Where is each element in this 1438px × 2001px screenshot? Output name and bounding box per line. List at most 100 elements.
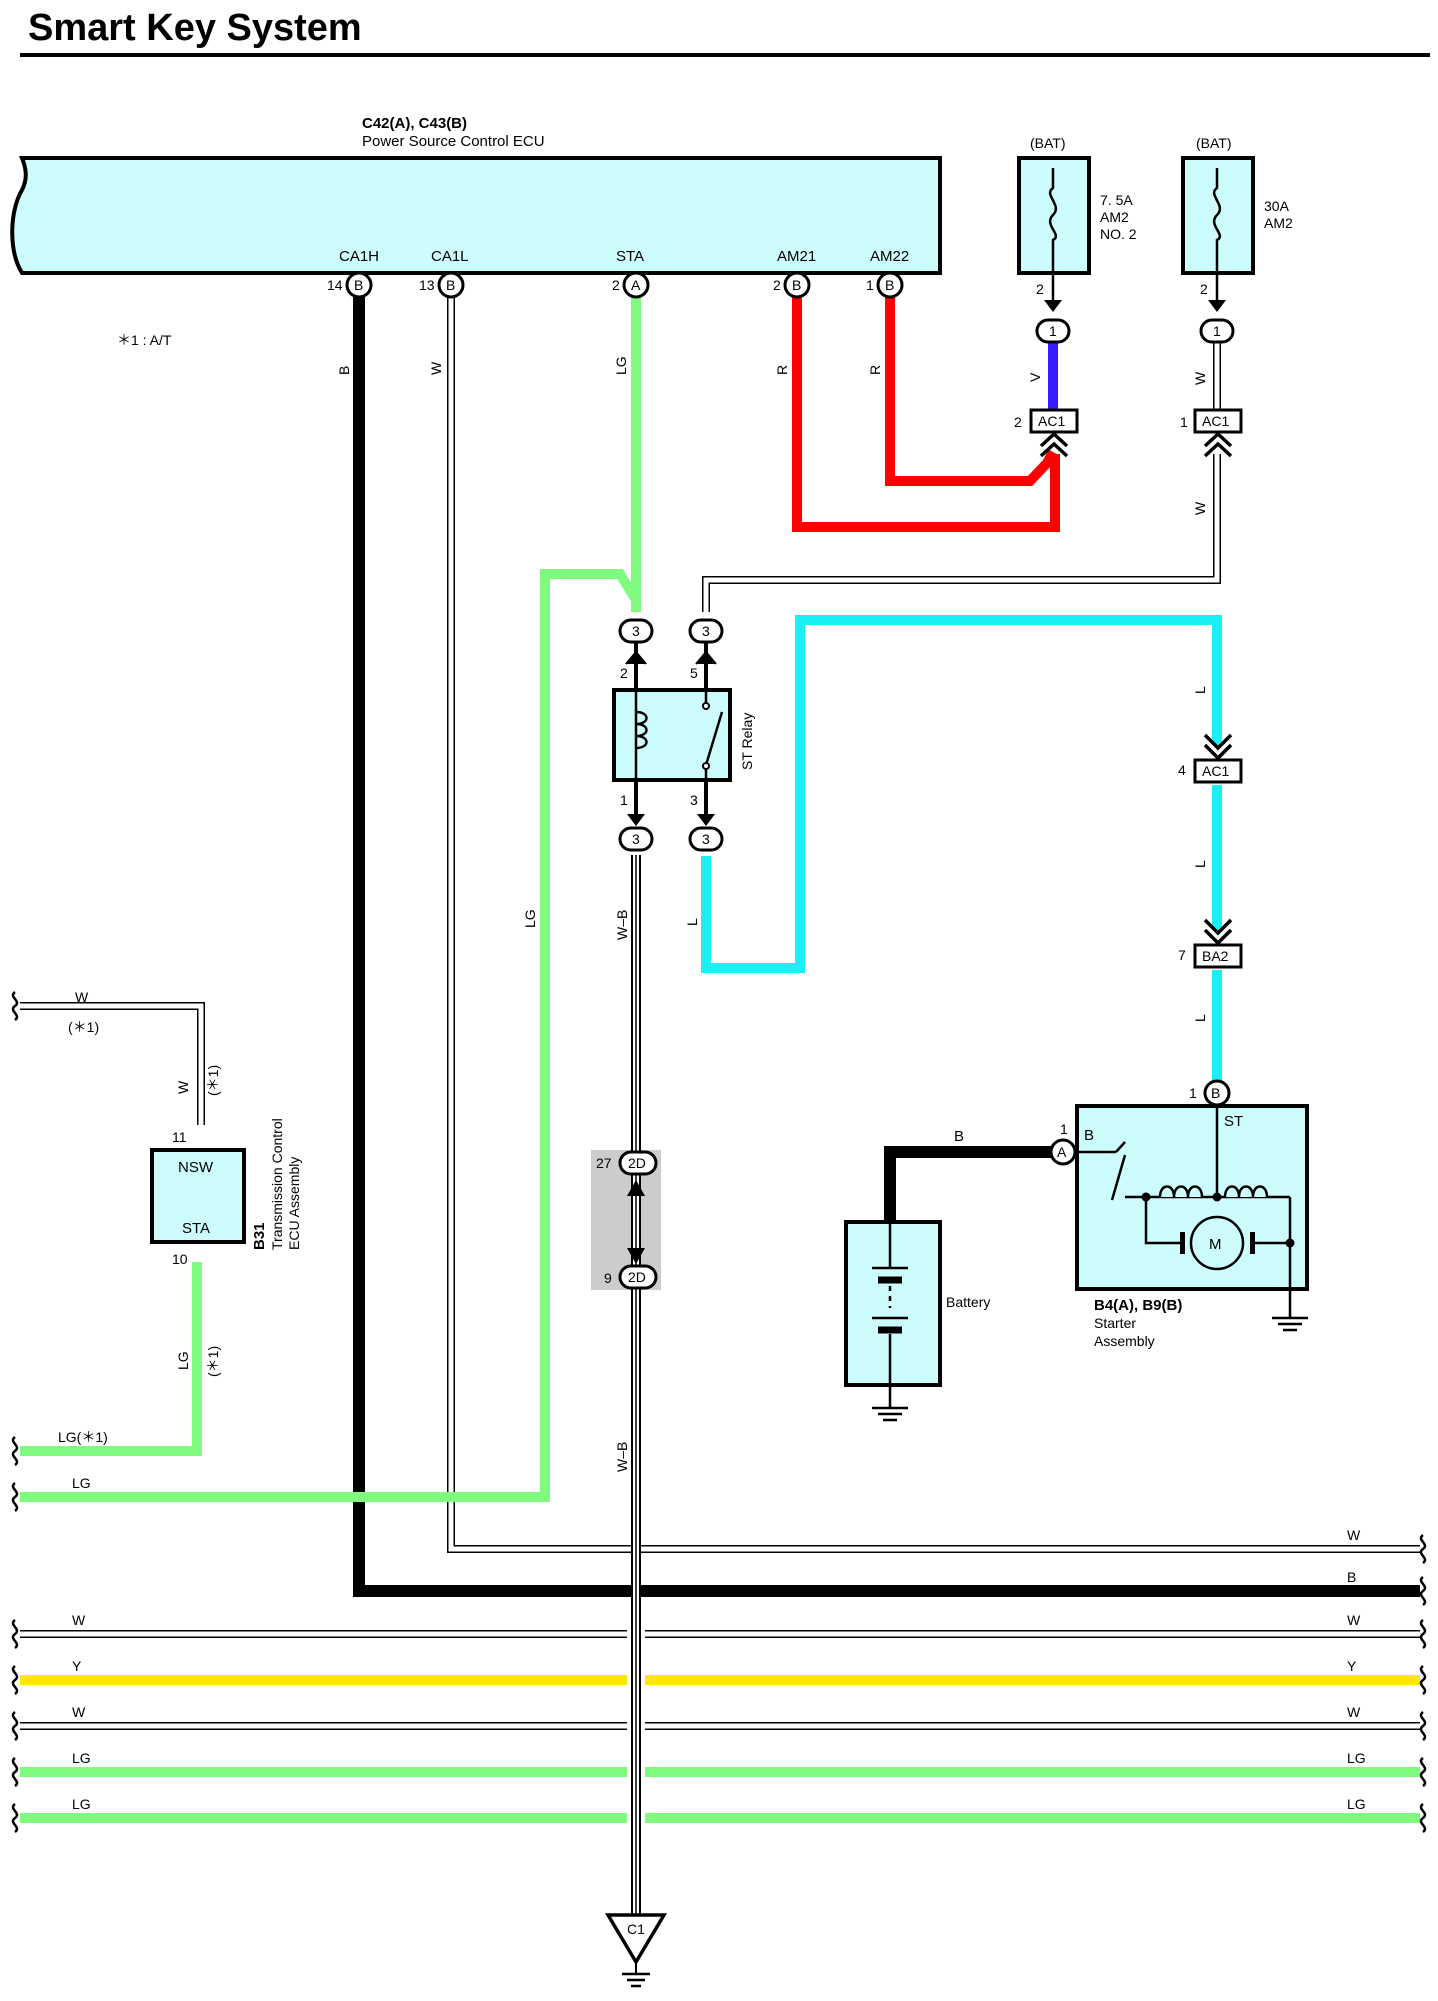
ecu-terminal-name: AM21 [777,248,816,265]
ac1-1-pin: 1 [1180,414,1188,430]
tcu-wire-lg-note: (＊1) [205,1346,221,1377]
relay-pin-2: 2 [620,665,628,681]
fuse2-name1: AM2 [1264,215,1293,231]
ecu-terminal-wire-color: R [774,365,790,375]
connector-ba2-7: 7 BA2 [1178,918,1243,969]
ac1-2-name: AC1 [1038,413,1065,429]
fuse1-pin: 2 [1036,281,1044,297]
bus-line-1: B [1347,1569,1356,1585]
ac1-4-pin: 4 [1178,762,1186,778]
fuse1-supply: (BAT) [1030,135,1066,151]
wave-break-left-icon [11,1481,19,1513]
wave-break-right-icon [1419,1533,1427,1565]
ecu-terminal-connector [437,271,465,299]
ecu-body [10,156,942,275]
ecu-terminal-name: AM22 [870,248,909,265]
starter-code: B4(A), B9(B) [1094,1297,1182,1314]
wave-break-right-icon [1419,1756,1427,1788]
j2d-9-name: 2D [628,1269,646,1285]
ecu-terminal-conn: B [354,277,363,293]
ecu-terminal-name: CA1H [339,248,379,265]
relay-pin-3: 3 [690,792,698,808]
ac1-2-pin: 2 [1014,414,1022,430]
battery-body [844,1220,942,1387]
bus-line-left-label: LG [72,1796,91,1812]
wire-l-relay [701,615,1222,973]
ecu-terminal-pin: 2 [773,277,781,293]
relay-junction-bottom-left [618,826,654,852]
relay-name: ST Relay [739,713,755,770]
fuse1-name1: AM2 [1100,209,1129,225]
wave-break-left-icon [11,990,19,1022]
ba2-7-pin: 7 [1178,947,1186,963]
ecu-terminal-wire-color: W [428,361,444,375]
wire-label-wb-lower: W–B [614,1442,630,1472]
relay-switch-contact-top [702,702,710,710]
wave-break-left-icon [11,1802,19,1834]
fuse1-arrow-icon [1044,300,1062,312]
wire-label-l-1: L [1192,686,1208,694]
ecu-terminal-conn: B [885,277,894,293]
relay-junction-bottom-right [688,826,724,852]
j2d-9-arrow-icon [627,1248,645,1264]
relay-junction-top-right-pin: 3 [702,623,710,639]
wire-label-l-relay: L [684,918,700,926]
fuse2-element-icon [1212,168,1222,300]
wire-am22-r [885,290,1058,486]
ba2-7-chevron-icon [1203,918,1233,946]
ecu-terminal-connector [345,271,373,299]
ecu-terminal-name: STA [616,248,644,265]
tcu-term-sta: STA [182,1220,210,1237]
relay-pin-1: 1 [620,792,628,808]
bus-line-right-label: W [1347,1704,1361,1720]
starter-assembly: B 1 ST B A 1 B M B4(A), B9(B) Starter As… [954,1079,1309,1349]
fuse2-arrow-icon [1208,300,1226,312]
starter-brush2 [1250,1232,1255,1254]
wave-break-left-icon [11,1664,19,1696]
starter-b-pin: 1 [1060,1121,1068,1137]
wave-break-right-icon [1419,1802,1427,1834]
ecu-terminal-conn: B [446,277,455,293]
bus-line-right-label: B [1347,1569,1356,1585]
fuse1-junction-pin: 1 [1049,323,1057,339]
fuse2-pin: 2 [1200,281,1208,297]
tcu-pin-10: 10 [172,1251,188,1267]
tcu-wire-w: W [175,1080,191,1094]
bus-line-right-label: W [1347,1612,1361,1628]
relay-pin-5: 5 [690,665,698,681]
starter-b-label: B [1084,1127,1094,1144]
wire-lg-loop [20,569,641,1502]
j2d-9-pin: 9 [604,1270,612,1286]
relay-body [612,688,732,782]
ecu-terminal-name: CA1L [431,248,469,265]
bus-line-0: W [1347,1527,1361,1543]
wire-tcu-lg [20,1262,202,1456]
starter-b-wire: B [954,1128,964,1145]
wave-break-right-icon [1419,1710,1427,1742]
wire-tcu-w [20,1003,204,1125]
fuse2-junction-pin: 1 [1213,323,1221,339]
tcu-code: B31 [251,1222,268,1250]
junction-2d: 27 2D 9 2D [591,1150,661,1290]
left-w-label: W [75,989,89,1005]
relay-junction-bottom-left-pin: 3 [632,831,640,847]
fuse2-supply: (BAT) [1196,135,1232,151]
wave-break-left-icon [11,1756,19,1788]
ecu-terminal-pin: 14 [327,277,343,293]
wave-break-left-icon [11,1710,19,1742]
left-bus-labels: W (＊1) LG(＊1) LG [58,989,108,1491]
ac1-4-chevron-icon [1203,733,1233,761]
tcu-term-nsw: NSW [178,1159,214,1176]
wire-ca1l-w [448,290,1420,1552]
wave-break-right-icon [1419,1575,1427,1607]
ecu-terminal-connector [876,271,904,299]
ecu-terminal-conn: B [792,277,801,293]
bus-line-right-label: W [1347,1527,1361,1543]
starter-st-pin: 1 [1189,1085,1197,1101]
fuse-am2: (BAT) 30A AM2 2 1 W 1 AC1 W [1180,135,1293,515]
